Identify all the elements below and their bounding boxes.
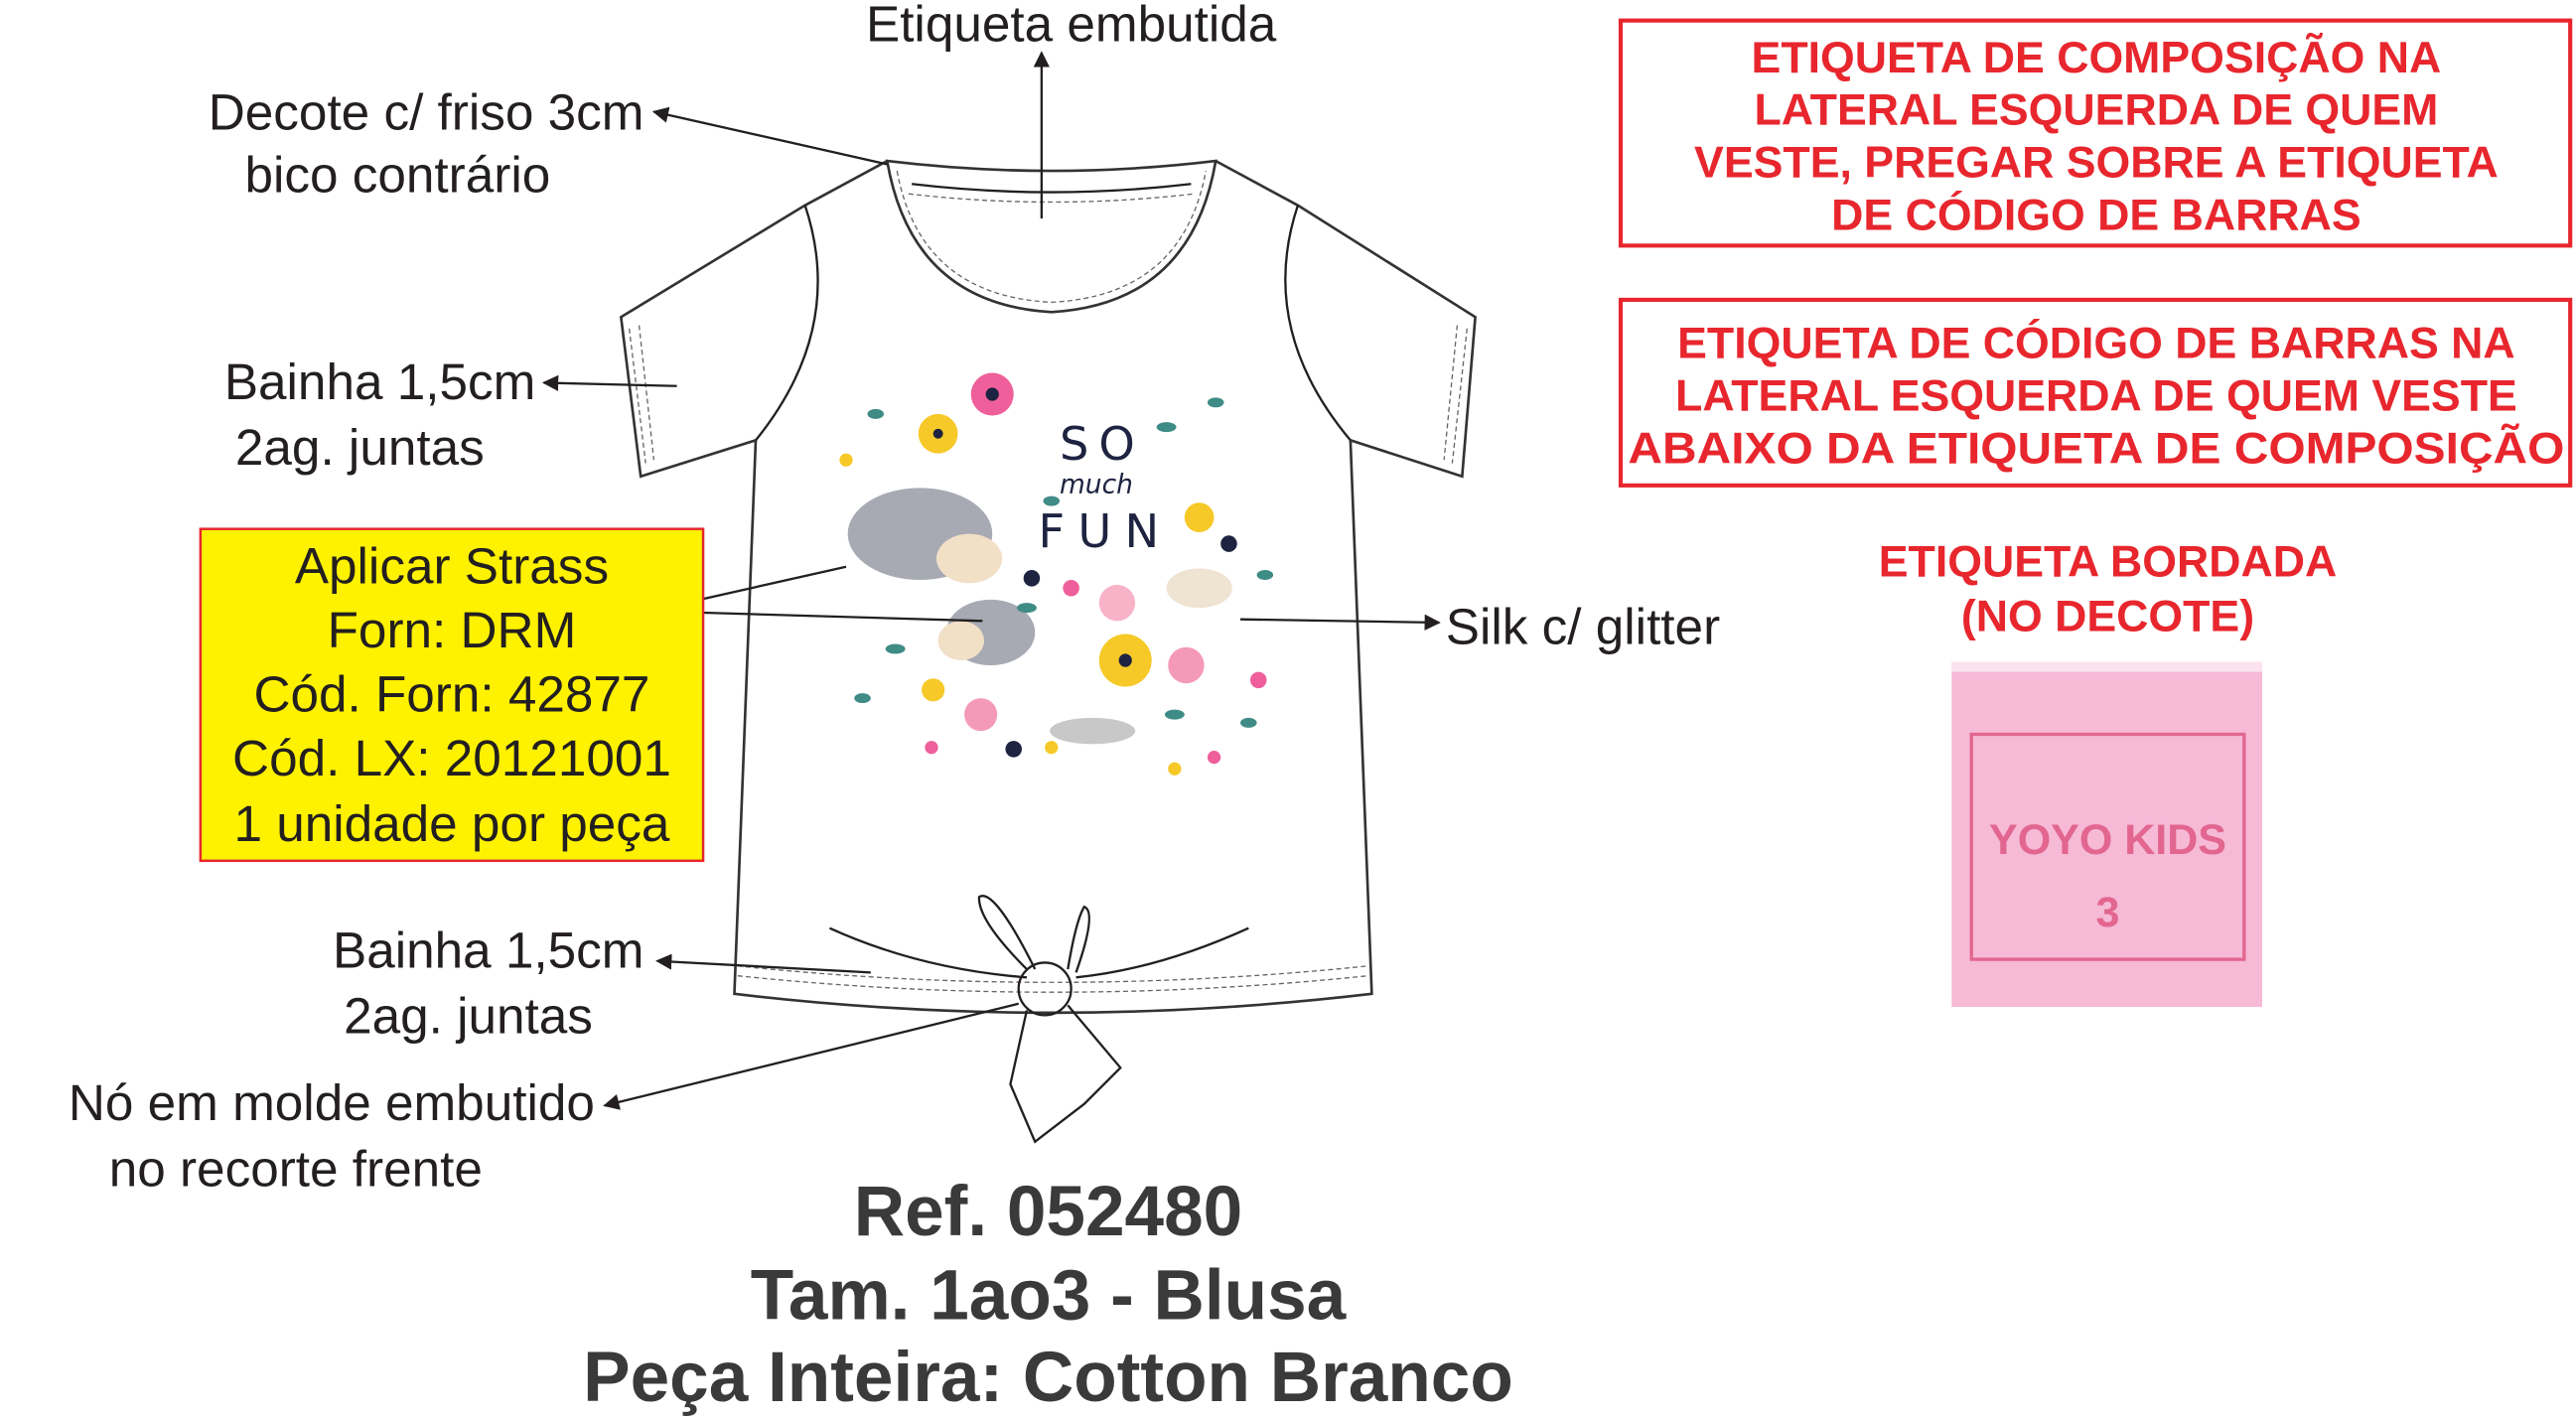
- svg-text:bico contrário: bico contrário: [244, 147, 550, 204]
- product-info: Ref. 052480 Tam. 1ao3 - Blusa Peça Intei…: [583, 1173, 1513, 1417]
- svg-text:DE CÓDIGO DE BARRAS: DE CÓDIGO DE BARRAS: [1831, 191, 2361, 240]
- svg-text:Bainha 1,5cm: Bainha 1,5cm: [224, 354, 535, 410]
- svg-text:2ag. juntas: 2ag. juntas: [344, 988, 593, 1045]
- callout-lines: [541, 51, 1441, 1110]
- composition-label-note: ETIQUETA DE COMPOSIÇÃO NA LATERAL ESQUER…: [1618, 18, 2573, 248]
- product-ref: Ref. 052480: [854, 1173, 1242, 1251]
- product-size: Tam. 1ao3 - Blusa: [751, 1256, 1348, 1335]
- knot-drawing: [828, 895, 1249, 1144]
- svg-text:1 unidade por peça: 1 unidade por peça: [233, 795, 669, 852]
- sleeve-hem-callout: Bainha 1,5cm 2ag. juntas: [224, 354, 535, 476]
- svg-text:2ag. juntas: 2ag. juntas: [235, 419, 485, 476]
- barcode-label-note: ETIQUETA DE CÓDIGO DE BARRAS NA LATERAL …: [1618, 297, 2573, 488]
- print-text-fun: FUN: [1039, 504, 1173, 558]
- svg-text:Decote c/ friso 3cm: Decote c/ friso 3cm: [209, 84, 644, 141]
- svg-text:Cód. Forn: 42877: Cód. Forn: 42877: [253, 665, 649, 722]
- svg-text:Cód. LX: 20121001: Cód. LX: 20121001: [232, 730, 671, 786]
- svg-text:ETIQUETA BORDADA: ETIQUETA BORDADA: [1879, 538, 2337, 587]
- label-size: 3: [2096, 889, 2120, 936]
- print-text-so: SO: [1060, 417, 1145, 471]
- svg-text:ETIQUETA DE COMPOSIÇÃO NA: ETIQUETA DE COMPOSIÇÃO NA: [1752, 33, 2442, 82]
- front-print-graphic: SO much FUN: [839, 372, 1274, 776]
- woven-brand-label: YOYO KIDS 3: [1951, 661, 2263, 1008]
- strass-callout-box: Aplicar Strass Forn: DRM Cód. Forn: 4287…: [199, 527, 705, 863]
- knot-callout: Nó em molde embutido no recorte frente: [69, 1074, 595, 1197]
- tshirt-drawing: [619, 159, 1477, 1144]
- body-hem-callout: Bainha 1,5cm 2ag. juntas: [333, 921, 644, 1044]
- neck-label-callout: Etiqueta embutida: [866, 0, 1277, 52]
- svg-text:ABAIXO DA ETIQUETA DE COMPOSIÇ: ABAIXO DA ETIQUETA DE COMPOSIÇÃO: [1628, 424, 2564, 474]
- svg-text:VESTE, PREGAR SOBRE A ETIQUETA: VESTE, PREGAR SOBRE A ETIQUETA: [1694, 139, 2499, 188]
- silk-callout: Silk c/ glitter: [1446, 598, 1720, 654]
- svg-text:Nó em molde embutido: Nó em molde embutido: [69, 1074, 595, 1131]
- neckline-callout: Decote c/ friso 3cm bico contrário: [209, 84, 644, 204]
- svg-text:LATERAL ESQUERDA DE QUEM: LATERAL ESQUERDA DE QUEM: [1754, 86, 2438, 135]
- svg-text:Aplicar Strass: Aplicar Strass: [295, 537, 609, 594]
- product-fabric: Peça Inteira: Cotton Branco: [583, 1339, 1513, 1417]
- svg-text:Bainha 1,5cm: Bainha 1,5cm: [333, 921, 644, 978]
- svg-text:ETIQUETA DE CÓDIGO DE BARRAS N: ETIQUETA DE CÓDIGO DE BARRAS NA: [1677, 319, 2515, 368]
- svg-text:Forn: DRM: Forn: DRM: [328, 602, 577, 658]
- svg-text:(NO DECOTE): (NO DECOTE): [1961, 592, 2254, 640]
- svg-text:no recorte frente: no recorte frente: [109, 1140, 483, 1197]
- svg-text:LATERAL ESQUERDA DE QUEM VESTE: LATERAL ESQUERDA DE QUEM VESTE: [1675, 372, 2517, 421]
- print-text-much: much: [1060, 469, 1133, 499]
- label-brand: YOYO KIDS: [1989, 816, 2226, 864]
- embroidered-label-note: ETIQUETA BORDADA (NO DECOTE): [1879, 538, 2337, 641]
